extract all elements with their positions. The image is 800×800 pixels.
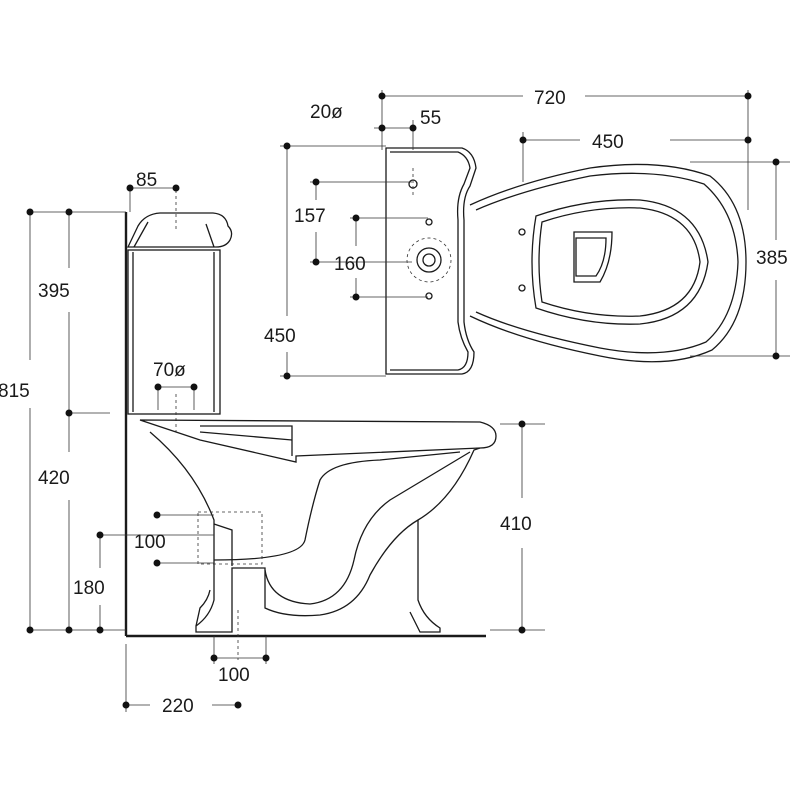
plan-view xyxy=(280,90,790,380)
label-pan-height: 420 xyxy=(38,468,70,489)
label-hole-spacing-a: 157 xyxy=(294,206,326,227)
label-overall-length: 720 xyxy=(534,88,566,109)
label-hole-diameter: 20ø xyxy=(310,102,343,123)
label-cistern-height: 395 xyxy=(38,281,70,302)
plan-cistern xyxy=(385,147,477,375)
label-outlet-gap: 100 xyxy=(134,532,166,553)
label-hole-spacing-b: 160 xyxy=(334,254,366,275)
plan-seat-opening xyxy=(531,199,709,325)
label-inlet-diameter: 70ø xyxy=(153,360,186,381)
vertical-dimension-chains xyxy=(26,208,214,634)
plan-pan xyxy=(469,163,747,363)
pan-rim xyxy=(139,419,497,463)
label-outlet-height: 180 xyxy=(73,578,105,599)
label-seat-length: 450 xyxy=(592,132,624,153)
label-outlet-diameter: 100 xyxy=(218,665,250,686)
plan-outlet-circle xyxy=(406,237,452,283)
pan-body xyxy=(149,431,481,633)
cistern-body xyxy=(127,249,221,415)
label-seat-width: 385 xyxy=(756,248,788,269)
label-hole-offset: 55 xyxy=(420,108,441,129)
cistern-lid xyxy=(126,212,233,248)
label-overall-height: 815 xyxy=(0,381,30,402)
dimension-labels: 815 395 420 180 85 70ø 100 100 220 410 7… xyxy=(0,88,788,717)
label-cistern-width: 450 xyxy=(264,326,296,347)
outlet-hidden xyxy=(197,511,263,565)
label-rim-height: 410 xyxy=(500,514,532,535)
side-elevation xyxy=(26,184,545,712)
label-cistern-depth: 85 xyxy=(136,170,157,191)
label-wall-to-outlet: 220 xyxy=(162,696,194,717)
